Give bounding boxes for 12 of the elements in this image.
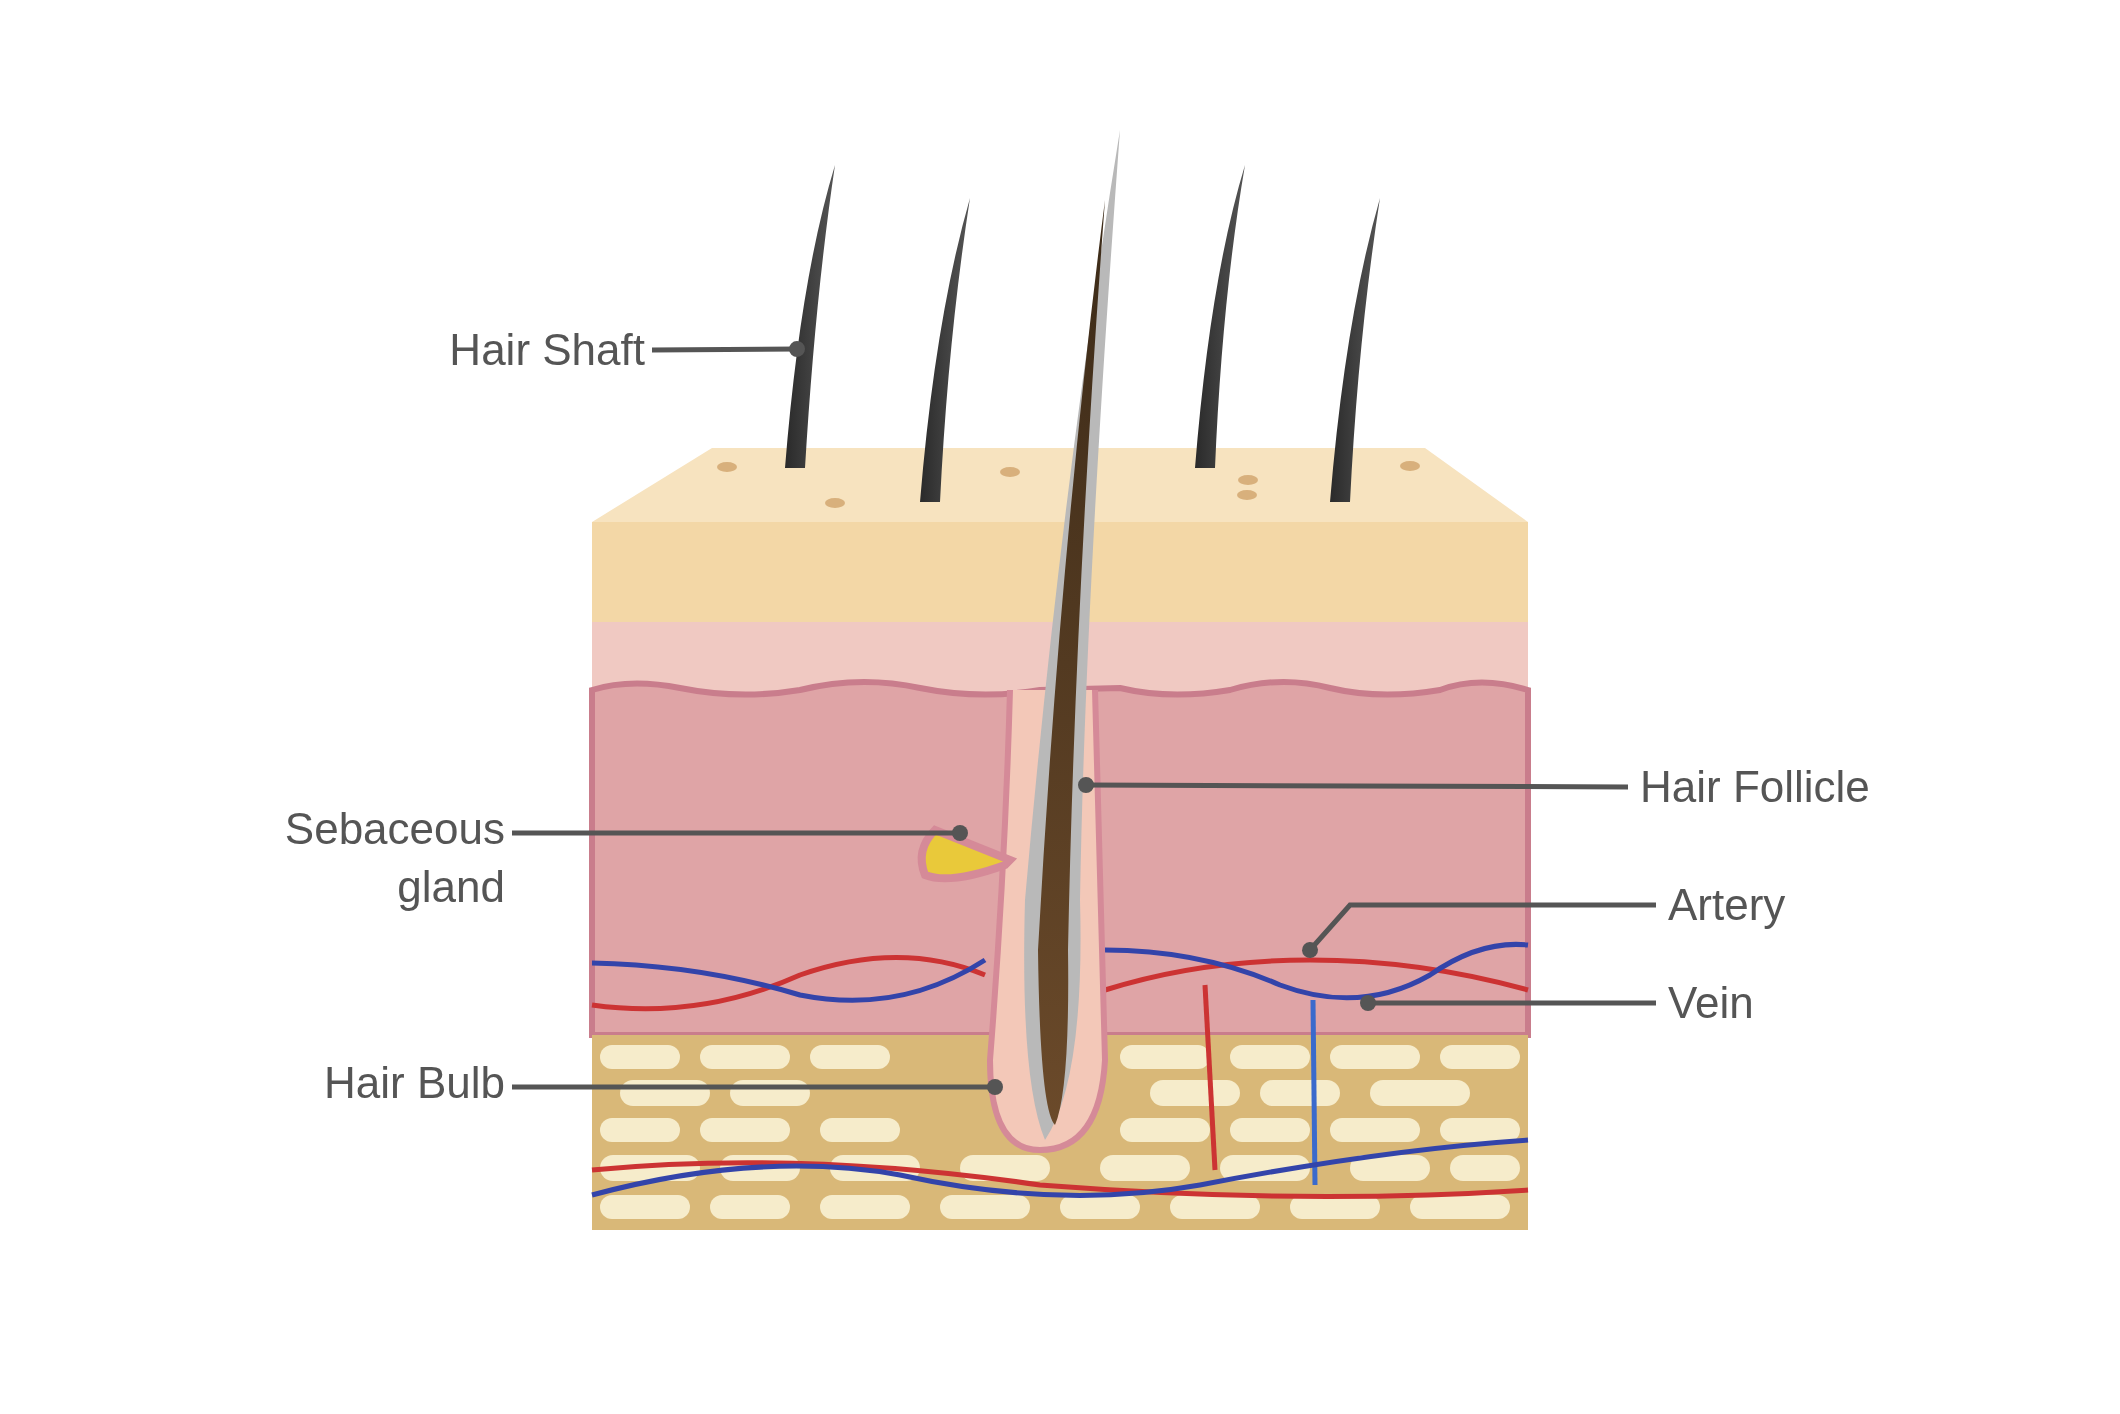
part-label: Artery bbox=[1668, 876, 1868, 934]
leader-line bbox=[1360, 995, 1656, 1011]
part-label: Hair Follicle bbox=[1640, 758, 1940, 816]
leader-line bbox=[1302, 902, 1656, 958]
leader-line bbox=[512, 825, 968, 841]
leader-line bbox=[512, 1079, 1003, 1095]
leader-line bbox=[1078, 777, 1628, 793]
part-label: Hair Shaft bbox=[400, 321, 645, 379]
part-label: Vein bbox=[1668, 974, 1868, 1032]
leader-line bbox=[652, 341, 805, 357]
part-label: Sebaceous gland bbox=[240, 800, 505, 916]
part-label: Hair Bulb bbox=[290, 1054, 505, 1112]
